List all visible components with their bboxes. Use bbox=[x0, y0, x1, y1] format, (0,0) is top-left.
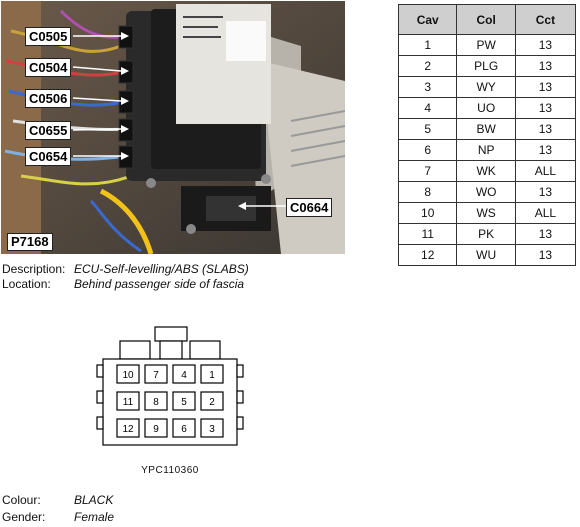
pin-label: 8 bbox=[153, 397, 159, 408]
colour-cell: PLG bbox=[456, 55, 516, 77]
cavity-cell: 10 bbox=[397, 202, 458, 224]
callout-c0654: C0654 bbox=[25, 147, 72, 166]
pin-label: 3 bbox=[209, 424, 215, 435]
description-value: ECU-Self-levelling/ABS (SLABS) bbox=[74, 262, 249, 276]
colour-cell: WO bbox=[456, 181, 516, 203]
diagram-reference-code: YPC110360 bbox=[141, 465, 199, 476]
description-label: Description: bbox=[2, 262, 66, 276]
circuit-cell: 13 bbox=[514, 55, 577, 77]
circuit-cell: 13 bbox=[514, 34, 577, 56]
header-cavity: Cav bbox=[397, 4, 458, 35]
pin-label: 4 bbox=[181, 370, 187, 381]
circuit-cell: ALL bbox=[514, 160, 577, 182]
colour-cell: UO bbox=[456, 97, 516, 119]
location-label: Location: bbox=[2, 277, 51, 291]
pin-label: 6 bbox=[181, 424, 187, 435]
header-colour: Col bbox=[456, 4, 516, 35]
colour-cell: WK bbox=[456, 160, 516, 182]
cavity-cell: 2 bbox=[397, 55, 458, 77]
table-header-row: Cav Col Cct bbox=[397, 4, 577, 35]
callout-c0664: C0664 bbox=[286, 198, 333, 217]
pin-label: 7 bbox=[153, 370, 159, 381]
gender-value: Female bbox=[74, 510, 115, 524]
circuit-cell: 13 bbox=[514, 139, 577, 161]
callout-c0655: C0655 bbox=[25, 121, 72, 140]
callout-c0505: C0505 bbox=[25, 27, 72, 46]
colour-cell: PW bbox=[456, 34, 516, 56]
cavity-cell: 11 bbox=[397, 223, 458, 245]
pin-label: 12 bbox=[122, 424, 134, 435]
colour-cell: WS bbox=[456, 202, 516, 224]
gender-label: Gender: bbox=[2, 510, 46, 524]
cavity-cell: 7 bbox=[397, 160, 458, 182]
callout-c0504: C0504 bbox=[25, 58, 72, 77]
connector-face-diagram: 10 7 4 1 11 8 5 2 12 9 6 3 bbox=[96, 326, 244, 446]
circuit-cell: 13 bbox=[514, 223, 577, 245]
photo-reference-code: P7168 bbox=[7, 233, 53, 251]
colour-cell: WU bbox=[456, 244, 516, 266]
colour-cell: PK bbox=[456, 223, 516, 245]
pin-label: 2 bbox=[209, 397, 215, 408]
pin-label: 11 bbox=[123, 397, 134, 408]
cavity-cell: 8 bbox=[397, 181, 458, 203]
circuit-cell: 13 bbox=[514, 97, 577, 119]
connector-photo: C0505 C0504 C0506 C0655 C0654 C0664 P716… bbox=[1, 1, 345, 254]
location-value: Behind passenger side of fascia bbox=[74, 277, 245, 291]
cavity-cell: 3 bbox=[397, 76, 458, 98]
cavity-cell: 4 bbox=[397, 97, 458, 119]
circuit-cell: 13 bbox=[514, 181, 577, 203]
description-row: Description: ECU-Self-levelling/ABS (SLAB… bbox=[2, 262, 249, 276]
pin-label: 1 bbox=[209, 370, 215, 381]
pin-label: 5 bbox=[181, 397, 187, 408]
callout-c0506: C0506 bbox=[25, 89, 72, 108]
colour-cell: WY bbox=[456, 76, 516, 98]
cavity-cell: 5 bbox=[397, 118, 458, 140]
circuit-cell: 13 bbox=[514, 118, 577, 140]
gender-row: Gender: Female bbox=[2, 510, 114, 524]
pin-label: 9 bbox=[153, 424, 159, 435]
cavity-cell: 12 bbox=[397, 244, 458, 266]
colour-cell: BW bbox=[456, 118, 516, 140]
pin-label: 10 bbox=[122, 370, 134, 381]
colour-value: BLACK bbox=[74, 493, 114, 507]
circuit-cell: 13 bbox=[514, 76, 577, 98]
colour-row: Colour: BLACK bbox=[2, 493, 113, 507]
header-circuit: Cct bbox=[514, 4, 577, 35]
circuit-cell: 13 bbox=[514, 244, 577, 266]
cavity-cell: 6 bbox=[397, 139, 458, 161]
colour-label: Colour: bbox=[2, 493, 41, 507]
cavity-cell: 1 bbox=[397, 34, 458, 56]
circuit-cell: ALL bbox=[514, 202, 577, 224]
colour-cell: NP bbox=[456, 139, 516, 161]
location-row: Location: Behind passenger side of fascia bbox=[2, 277, 244, 291]
